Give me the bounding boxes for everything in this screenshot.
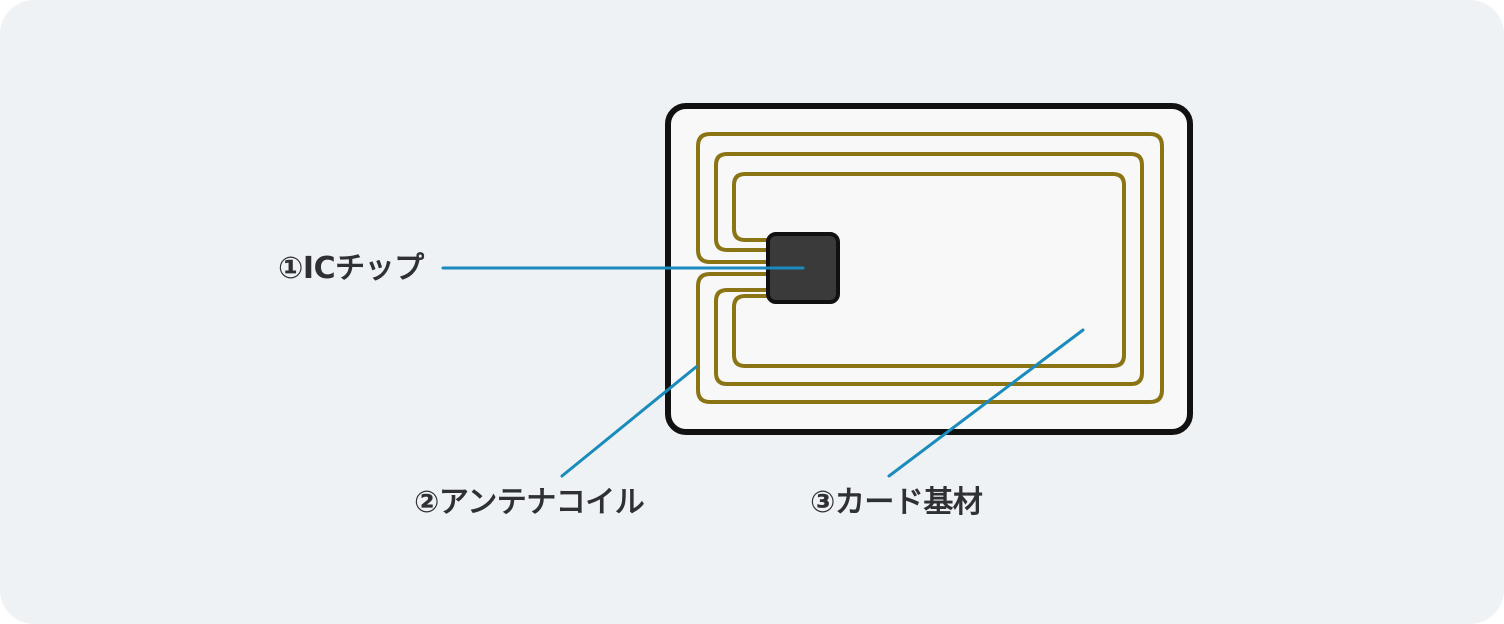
leader-lines <box>441 266 1085 478</box>
label-antenna-coil: ②アンテナコイル <box>414 485 645 520</box>
leader-line-card-base <box>887 328 1085 478</box>
leader-line-antenna-coil <box>560 365 698 478</box>
antenna-loop-middle <box>714 152 1144 386</box>
antenna-coil <box>696 132 1164 404</box>
label-ic-chip: ①ICチップ <box>278 251 424 286</box>
antenna-loop-outer <box>696 132 1164 404</box>
label-card-base: ③カード基材 <box>810 485 983 520</box>
antenna-loop-inner <box>732 172 1126 368</box>
